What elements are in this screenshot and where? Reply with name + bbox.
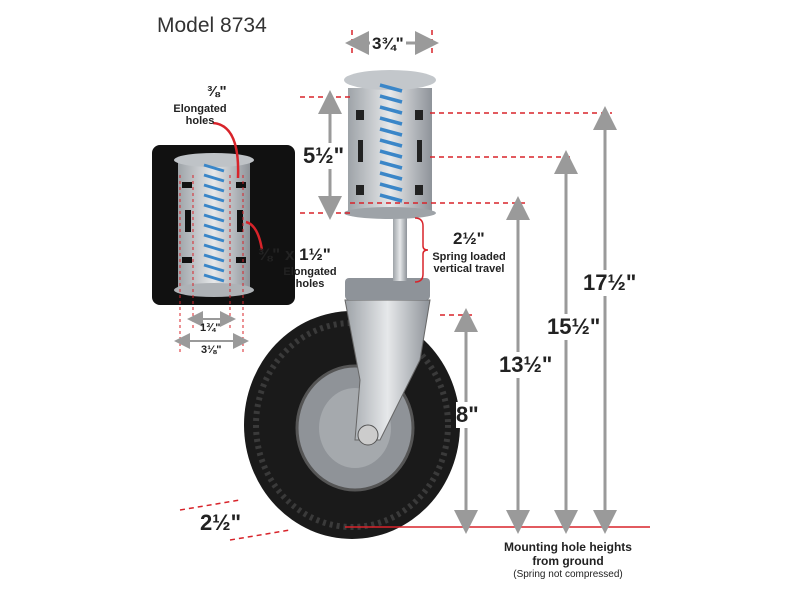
top-width-label: 3¾" <box>370 34 406 54</box>
dimension-lines <box>179 30 650 541</box>
small-hole-caption-line1: Elongated <box>173 103 227 115</box>
inner-spacing-label: 1¾" <box>200 322 221 334</box>
large-hole-size-label: ⅜" x 1½" <box>258 245 331 264</box>
small-hole-caption-line2: holes <box>185 115 215 127</box>
travel-caption-line2: vertical travel <box>433 263 505 275</box>
large-hole-caption-line2: holes <box>295 278 325 290</box>
footer-caption: Mounting hole heights from ground (Sprin… <box>480 540 656 582</box>
travel-label: 2½" <box>453 229 485 248</box>
small-hole-size-label: ⅜" <box>207 83 227 100</box>
height-15-label: 15½" <box>547 314 601 340</box>
footer-line1: Mounting hole heights <box>504 540 632 554</box>
model-title: Model 8734 <box>157 14 267 37</box>
height-13-label: 13½" <box>499 352 553 378</box>
inset-photo <box>152 121 295 355</box>
plate-height-label: 5½" <box>303 143 345 169</box>
footer-line2: from ground <box>532 554 604 568</box>
outer-spacing-label: 3⅛" <box>201 344 222 356</box>
travel-caption-line1: Spring loaded <box>432 251 506 263</box>
footer-line3: (Spring not compressed) <box>513 569 623 580</box>
height-17-label: 17½" <box>583 270 637 296</box>
caster-wheel <box>244 70 460 539</box>
wheel-width-label: 2½" <box>200 510 242 535</box>
height-8-label: 8" <box>456 402 479 428</box>
large-hole-caption-line1: Elongated <box>283 266 337 278</box>
